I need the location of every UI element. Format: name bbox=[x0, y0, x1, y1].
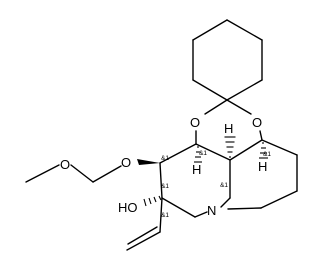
atom-h-upper-left: H bbox=[224, 121, 233, 136]
atom-hydroxyl: HO bbox=[118, 200, 138, 215]
stereo-label-c5: &1 bbox=[161, 183, 169, 190]
piperidine-ring bbox=[159, 143, 231, 218]
atom-o-ether: O bbox=[121, 155, 131, 170]
stereo-label-c3: &1 bbox=[161, 155, 169, 162]
atom-h-upper-right: H bbox=[258, 159, 267, 174]
atom-o-ketal-left: O bbox=[190, 115, 200, 130]
stereo-label-c1: &1 bbox=[199, 150, 207, 157]
atom-o-ketal-right: O bbox=[252, 115, 262, 130]
hashed-bond-h-middle bbox=[194, 146, 202, 163]
stereo-label-c4: &1 bbox=[220, 182, 228, 189]
atom-o-methoxy: O bbox=[60, 157, 70, 172]
wedge-bond-ether bbox=[137, 159, 160, 165]
hashed-bond-hydroxyl bbox=[143, 195, 162, 207]
cyclohexane-ring bbox=[192, 19, 263, 101]
pyrrolidine-ring bbox=[227, 139, 298, 210]
hashed-bond-h-upper-right bbox=[259, 142, 268, 159]
stereo-label-c2: &1 bbox=[263, 151, 271, 158]
methoxymethyl-group bbox=[25, 164, 122, 183]
atom-nitrogen: N bbox=[207, 203, 216, 218]
hashed-bond-h-upper-left bbox=[224, 136, 236, 158]
dioxane-ring bbox=[195, 99, 263, 161]
stereo-label-c6: &1 bbox=[161, 212, 169, 219]
vinyl-group bbox=[126, 197, 163, 251]
atom-h-middle: H bbox=[192, 162, 201, 177]
